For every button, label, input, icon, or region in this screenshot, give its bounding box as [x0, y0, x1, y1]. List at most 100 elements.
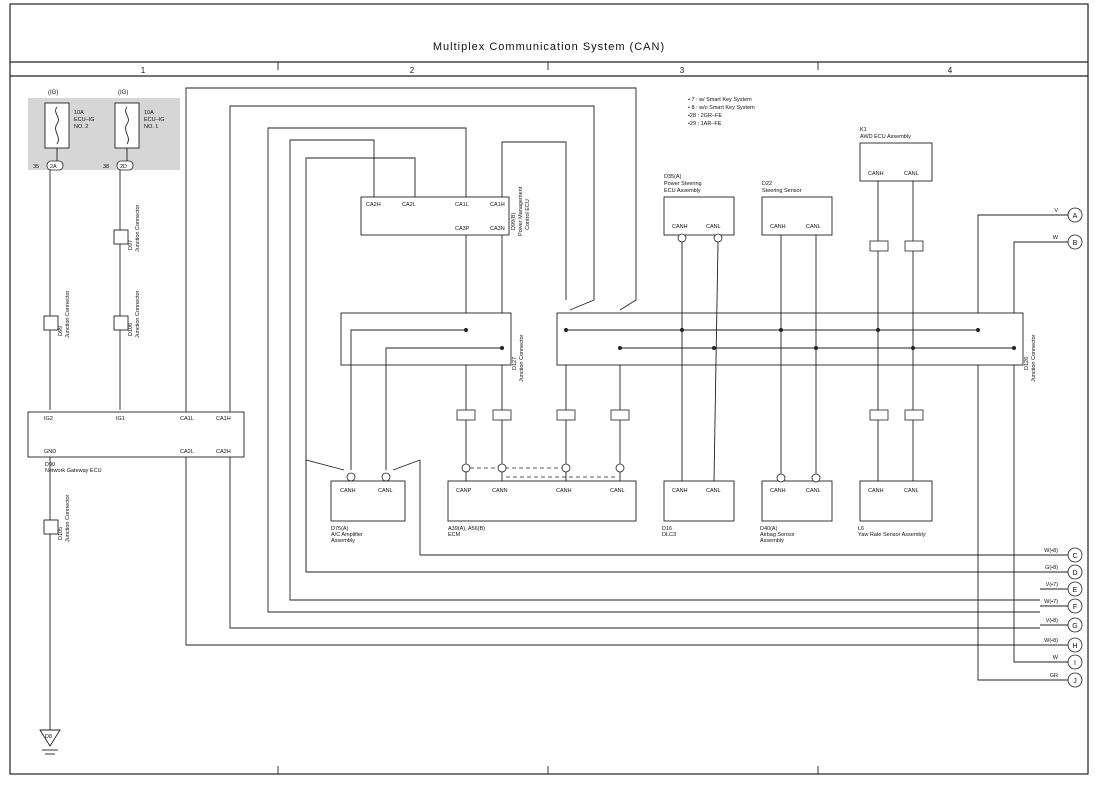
- fuse-pin: 35: [33, 164, 39, 170]
- fuse-number: NO. 2: [74, 124, 88, 130]
- fuse-amp: 10A: [74, 110, 84, 116]
- pin-label: CA2L: [180, 449, 194, 455]
- fuse-connector-label: 2D: [120, 164, 127, 170]
- pin-label: CA1H: [216, 416, 231, 422]
- terminal-i: [1067, 654, 1083, 670]
- junction-d97-name: D97: [128, 240, 134, 250]
- fuse-ig-label: (IG): [48, 90, 58, 96]
- note-4: •29 : 1AR–FE: [688, 121, 722, 127]
- fuse-ecu-ig-no1: (IG) 10A ECU–IG NO. 1 38 2D: [103, 90, 164, 171]
- connector-pin: [811, 473, 821, 483]
- legend-notes: • 7 : w/ Smart Key System • 8 : w/o Smar…: [688, 97, 755, 127]
- connector-ad3: [610, 409, 630, 421]
- component-code: D35(A): [664, 174, 682, 180]
- connector-pin: [461, 463, 471, 473]
- terminal-wire-color: GR: [1050, 673, 1058, 679]
- pin-label: CANH: [770, 488, 786, 494]
- dlc3-connector: [663, 480, 735, 522]
- pin-label: CANP: [456, 488, 472, 494]
- terminal-letter: I: [1074, 660, 1076, 667]
- splice-point: [1012, 346, 1016, 350]
- fuse-connector: [46, 160, 64, 171]
- wire-ca1l: [267, 127, 1040, 613]
- terminal-wire-color: V(•7): [1046, 582, 1058, 588]
- terminal-letter: F: [1073, 604, 1077, 611]
- junction-d99-desc: Junction Connector: [65, 290, 71, 338]
- pin-label: CANL: [904, 488, 919, 494]
- fuse-icon: [114, 102, 140, 149]
- component-name: Assembly: [331, 538, 355, 544]
- component-code: K1: [860, 127, 867, 133]
- terminal-letter: E: [1073, 587, 1078, 594]
- column-label-2: 2: [410, 66, 415, 75]
- wire-ca2l: [185, 457, 1040, 646]
- junction-d126: [556, 312, 1024, 366]
- right-terminals: AVBWCW(•8)DG(•8)EV(•7)FW(•7)GV(•8)HW(•8)…: [1044, 207, 1083, 688]
- steering-sensor: [761, 196, 833, 236]
- wire-v: [977, 214, 1068, 313]
- terminal-wire-color: W: [1053, 235, 1059, 241]
- wire-canl: [385, 347, 502, 470]
- terminal-letter: C: [1072, 553, 1077, 560]
- fuse-amp: 10A: [144, 110, 154, 116]
- fuse-element-icon: [55, 106, 59, 145]
- fuse-number: NO. 1: [144, 124, 158, 130]
- connector-pin: [615, 463, 625, 473]
- pin-label: CA3P: [455, 226, 470, 232]
- pin-label: CA1L: [455, 202, 469, 208]
- terminal-wire-color: V: [1054, 208, 1058, 214]
- wire-w: [1013, 365, 1040, 663]
- terminal-letter: B: [1073, 240, 1078, 247]
- terminal-f: [1067, 598, 1083, 614]
- pin-label: CANH: [556, 488, 572, 494]
- junction-d106-name: D106: [128, 323, 134, 336]
- splice-point: [976, 328, 980, 332]
- pin-label: CA1L: [180, 416, 194, 422]
- terminal-e: [1067, 581, 1083, 597]
- connector-pin: [677, 233, 687, 243]
- awd-ecu-assembly: [859, 142, 933, 182]
- pin-label: CANL: [806, 488, 821, 494]
- junction-d99-name: D99: [58, 326, 64, 336]
- terminal-letter: G: [1072, 623, 1077, 630]
- connector-pin: [497, 463, 507, 473]
- component-name: Network Gateway ECU: [45, 468, 102, 474]
- component-name: ECU Assembly: [664, 188, 701, 194]
- pin-label: CA3N: [490, 226, 505, 232]
- power-management-ecu: [360, 196, 510, 236]
- component-name: A/C Amplifier: [331, 532, 363, 538]
- pin-label: IG2: [44, 416, 53, 422]
- terminal-b: [1067, 234, 1083, 250]
- wire-ca1l: [185, 87, 637, 412]
- wire: [713, 241, 719, 482]
- wire-ca2h: [229, 457, 1040, 629]
- terminal-wire-color: W(•8): [1044, 638, 1058, 644]
- fuse-connector: [116, 160, 134, 171]
- junction-d97: [113, 229, 129, 245]
- pin-label: CANH: [340, 488, 356, 494]
- component-code: D99(B): [511, 212, 517, 230]
- diagram-title: Multiplex Communication System (CAN): [433, 41, 665, 53]
- junction-d126-name: D126: [1024, 357, 1030, 370]
- junction-d126-desc: Junction Connector: [1031, 334, 1037, 382]
- column-label-3: 3: [680, 66, 685, 75]
- wire-g: [305, 459, 345, 572]
- component-name: Power Management: [518, 186, 524, 236]
- note-1: • 7 : w/ Smart Key System: [688, 97, 752, 103]
- column-label-4: 4: [948, 66, 953, 75]
- terminal-c: [1067, 547, 1083, 563]
- connector-pin: [381, 472, 391, 482]
- fuse-name: ECU–IG: [144, 117, 164, 123]
- pin-label: CANN: [492, 488, 508, 494]
- terminal-letter: A: [1073, 213, 1078, 220]
- pin-label: CANH: [868, 171, 884, 177]
- ground-icon: [39, 729, 61, 755]
- junction-d105: [43, 519, 59, 535]
- pin-label: CANL: [706, 224, 721, 230]
- component-code: D75(A): [331, 526, 349, 532]
- junction-d97-desc: Junction Connector: [135, 204, 141, 252]
- component-code: D16: [662, 526, 672, 532]
- terminal-wire-color: W(•7): [1044, 599, 1058, 605]
- terminal-letter: H: [1072, 643, 1077, 650]
